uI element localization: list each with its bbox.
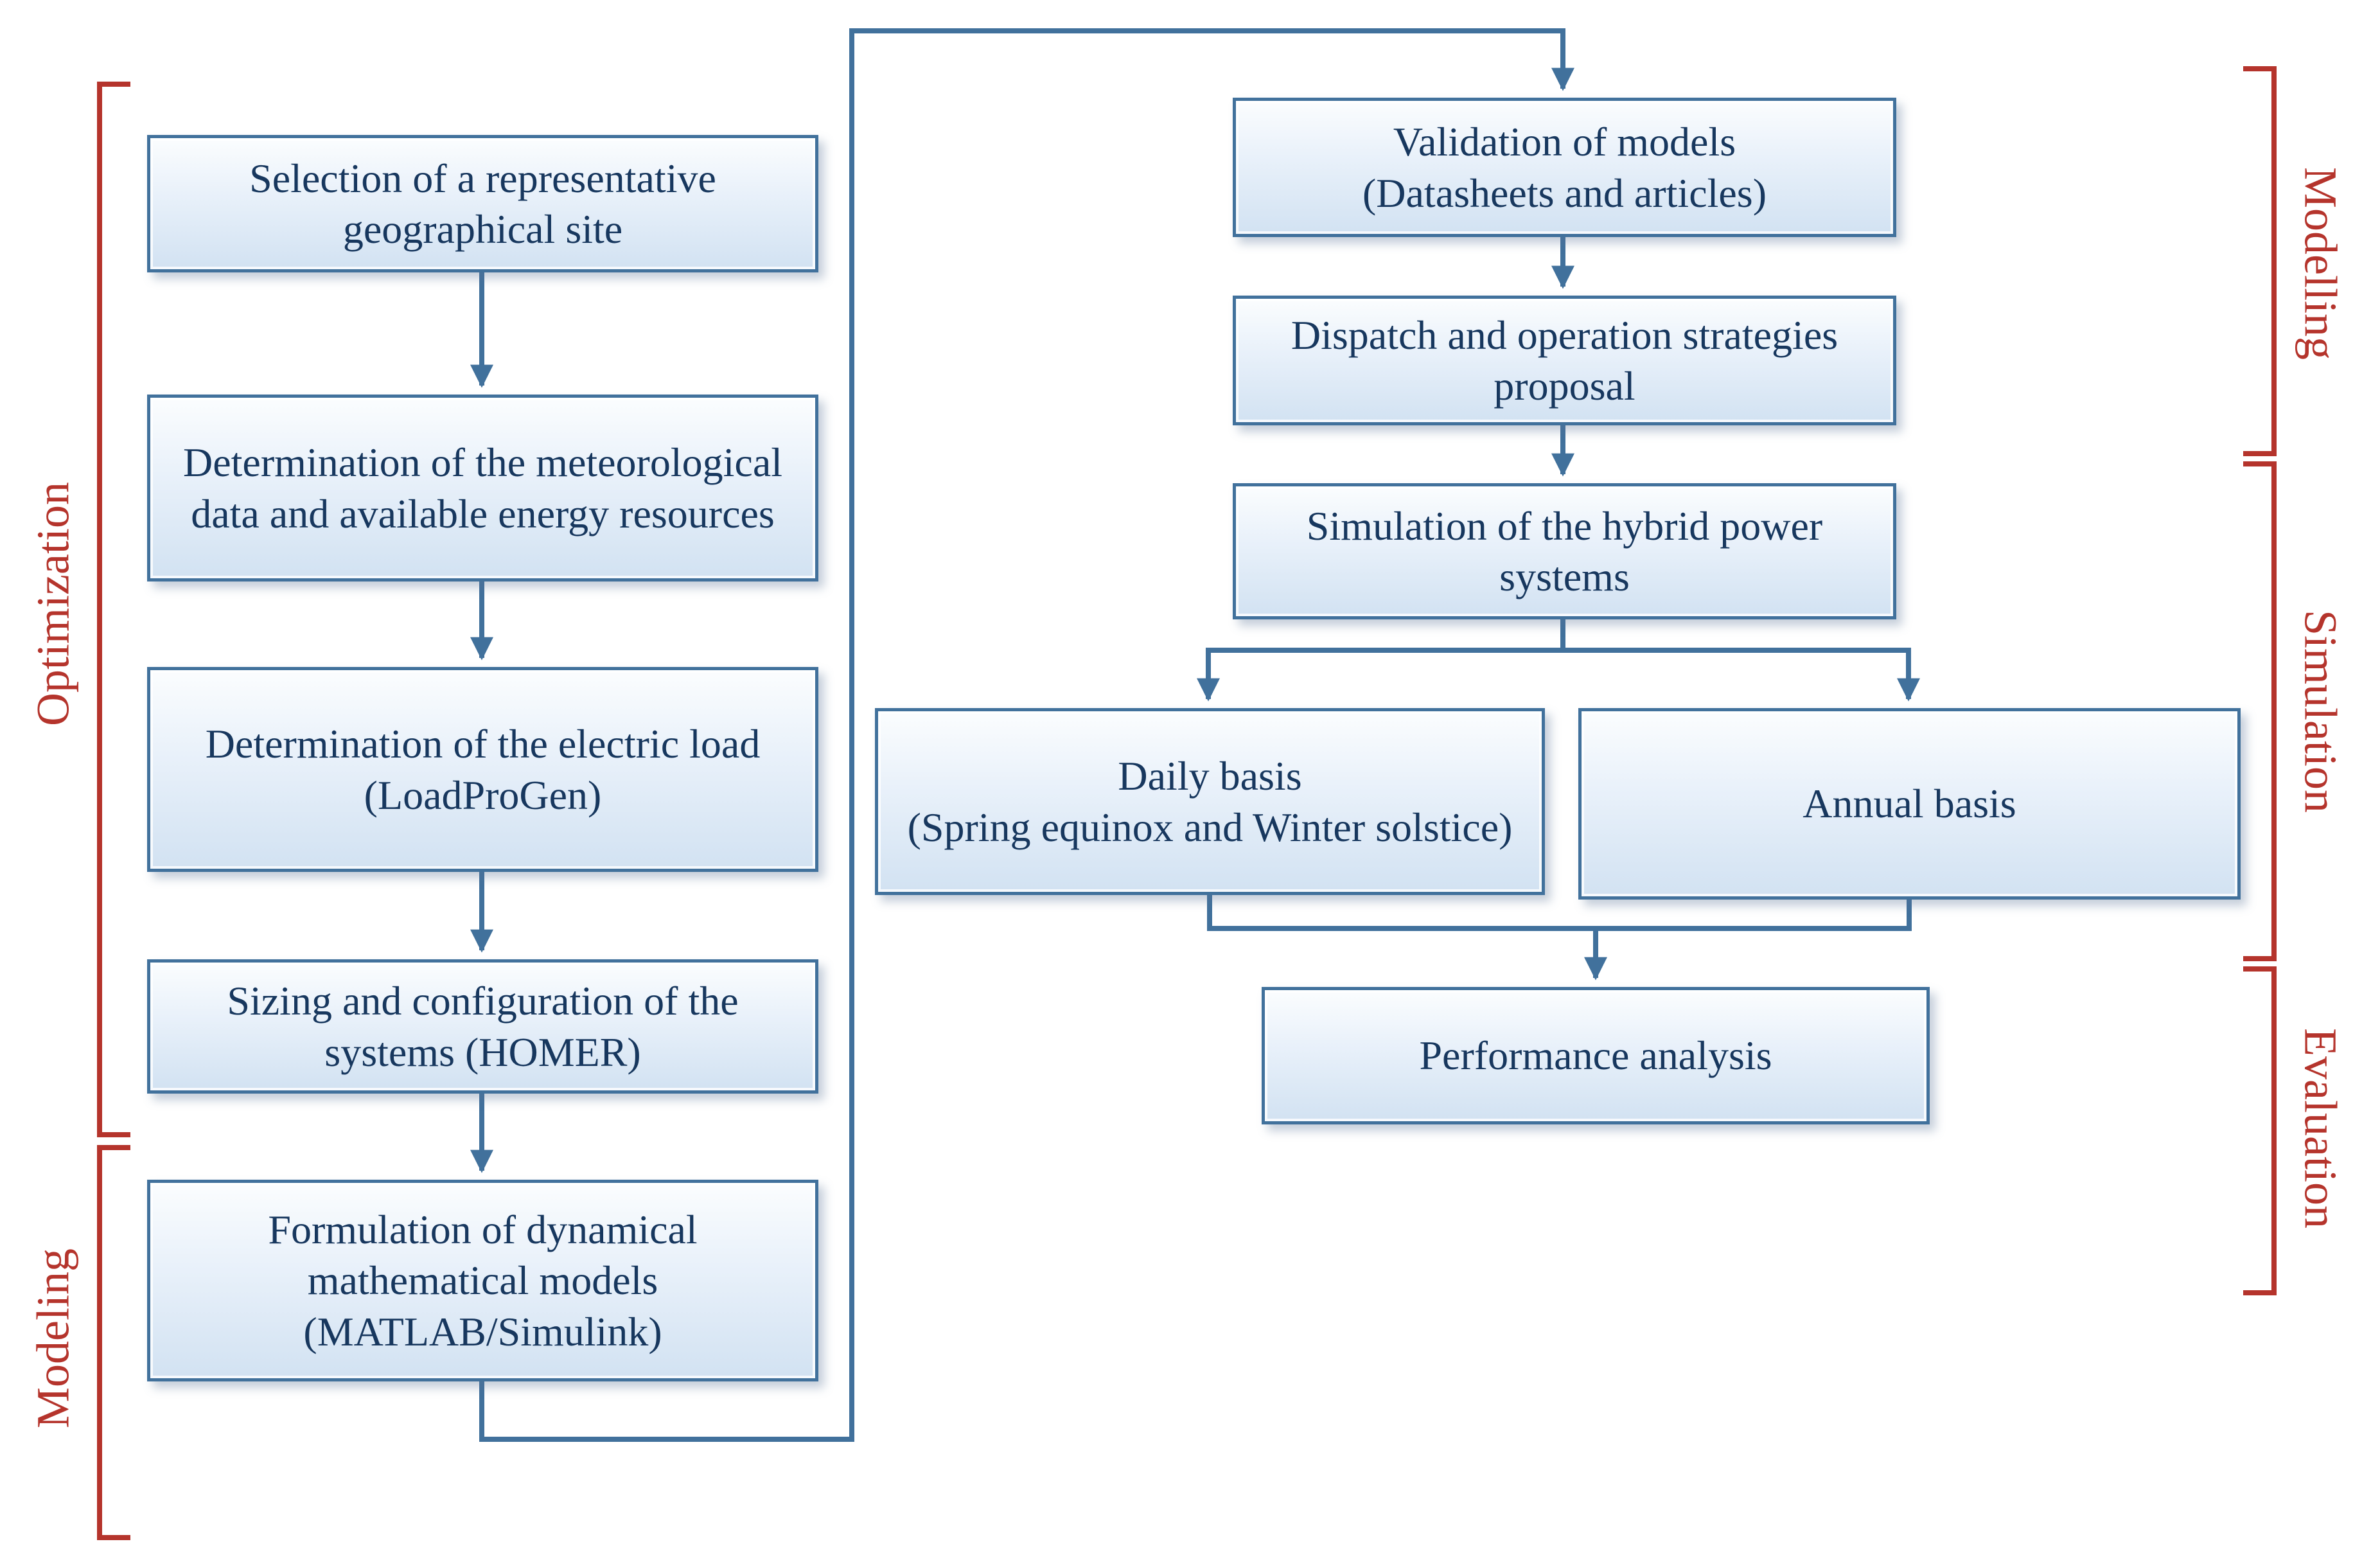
bracket-evaluation bbox=[2243, 966, 2277, 1295]
label-evaluation: Evaluation bbox=[2295, 1028, 2347, 1229]
bracket-modeling bbox=[97, 1145, 130, 1540]
label-simulation: Simulation bbox=[2295, 609, 2347, 813]
node-meteorological-data: Determination of the meteorological data… bbox=[147, 395, 818, 581]
label-optimization: Optimization bbox=[27, 482, 79, 726]
node-electric-load: Determination of the electric load (Load… bbox=[147, 667, 818, 872]
node-annual-basis: Annual basis bbox=[1578, 708, 2241, 900]
node-site-selection: Selection of a representative geographic… bbox=[147, 135, 818, 272]
node-dispatch-strategies: Dispatch and operation strategies propos… bbox=[1233, 296, 1896, 425]
bracket-optimization bbox=[97, 82, 130, 1137]
node-daily-basis: Daily basis (Spring equinox and Winter s… bbox=[875, 708, 1545, 895]
bracket-modelling bbox=[2243, 66, 2277, 456]
node-validation-models: Validation of models (Datasheets and art… bbox=[1233, 98, 1896, 237]
label-modeling: Modeling bbox=[27, 1248, 79, 1428]
node-performance-analysis: Performance analysis bbox=[1262, 987, 1930, 1124]
label-modelling: Modelling bbox=[2295, 167, 2347, 360]
bracket-simulation bbox=[2243, 461, 2277, 961]
node-dynamical-models: Formulation of dynamical mathematical mo… bbox=[147, 1180, 818, 1381]
merge-bar bbox=[1207, 895, 1912, 931]
arrow-loop-to-validation bbox=[479, 28, 1574, 1442]
node-sizing-configuration: Sizing and configuration of the systems … bbox=[147, 959, 818, 1094]
node-simulation-hybrid: Simulation of the hybrid power systems bbox=[1233, 483, 1896, 619]
